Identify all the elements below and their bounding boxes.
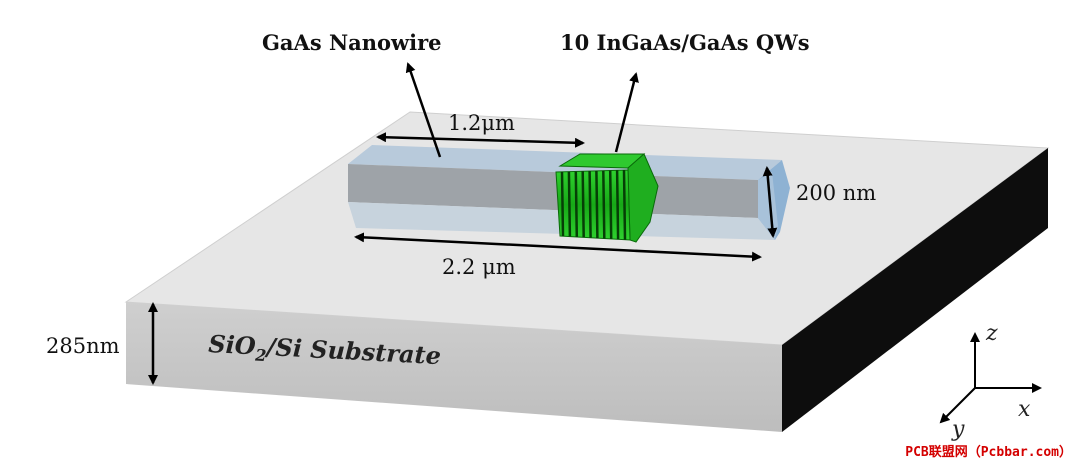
qw-stripe (608, 170, 613, 239)
qw-stripe (622, 170, 627, 240)
coordinate-axes: z x y (939, 321, 1042, 442)
substrate-front-face (126, 302, 782, 432)
z-axis-label: z (985, 321, 998, 346)
x-axis-label: x (1018, 397, 1031, 422)
nanowire-pointer (405, 62, 442, 158)
diameter-label: 200 nm (796, 181, 876, 205)
y-axis-label: y (951, 417, 965, 442)
substrate-label-main: SiO (208, 329, 257, 360)
length-short-arrow (376, 132, 585, 148)
qw-stripe (567, 171, 572, 237)
qw-pointer (614, 72, 639, 153)
quantum-wells (555, 153, 659, 243)
nanowire-middle-facet (348, 164, 758, 218)
thickness-label: 285nm (46, 334, 120, 358)
qw-stripe (615, 170, 620, 240)
length-long-label: 2.2 μm (442, 255, 516, 279)
length-short-label: 1.2μm (448, 111, 515, 135)
y-axis-line (939, 387, 976, 424)
qws-label: 10 InGaAs/GaAs QWs (560, 30, 810, 55)
qw-stripe (595, 170, 599, 239)
qw-stripe (588, 171, 592, 238)
watermark-text: PCB联盟网（Pcbbar.com） (905, 445, 1072, 460)
length-long-arrow (354, 232, 762, 262)
nanowire-label: GaAs Nanowire (262, 30, 442, 55)
qw-stripe (560, 171, 565, 237)
substrate-label-subscript: 2 (254, 345, 267, 365)
qw-stripe (574, 171, 579, 237)
qw-stripe (581, 171, 585, 238)
diameter-arrow (762, 166, 778, 238)
substrate-side-face (782, 148, 1048, 432)
qw-stripe (602, 170, 606, 239)
